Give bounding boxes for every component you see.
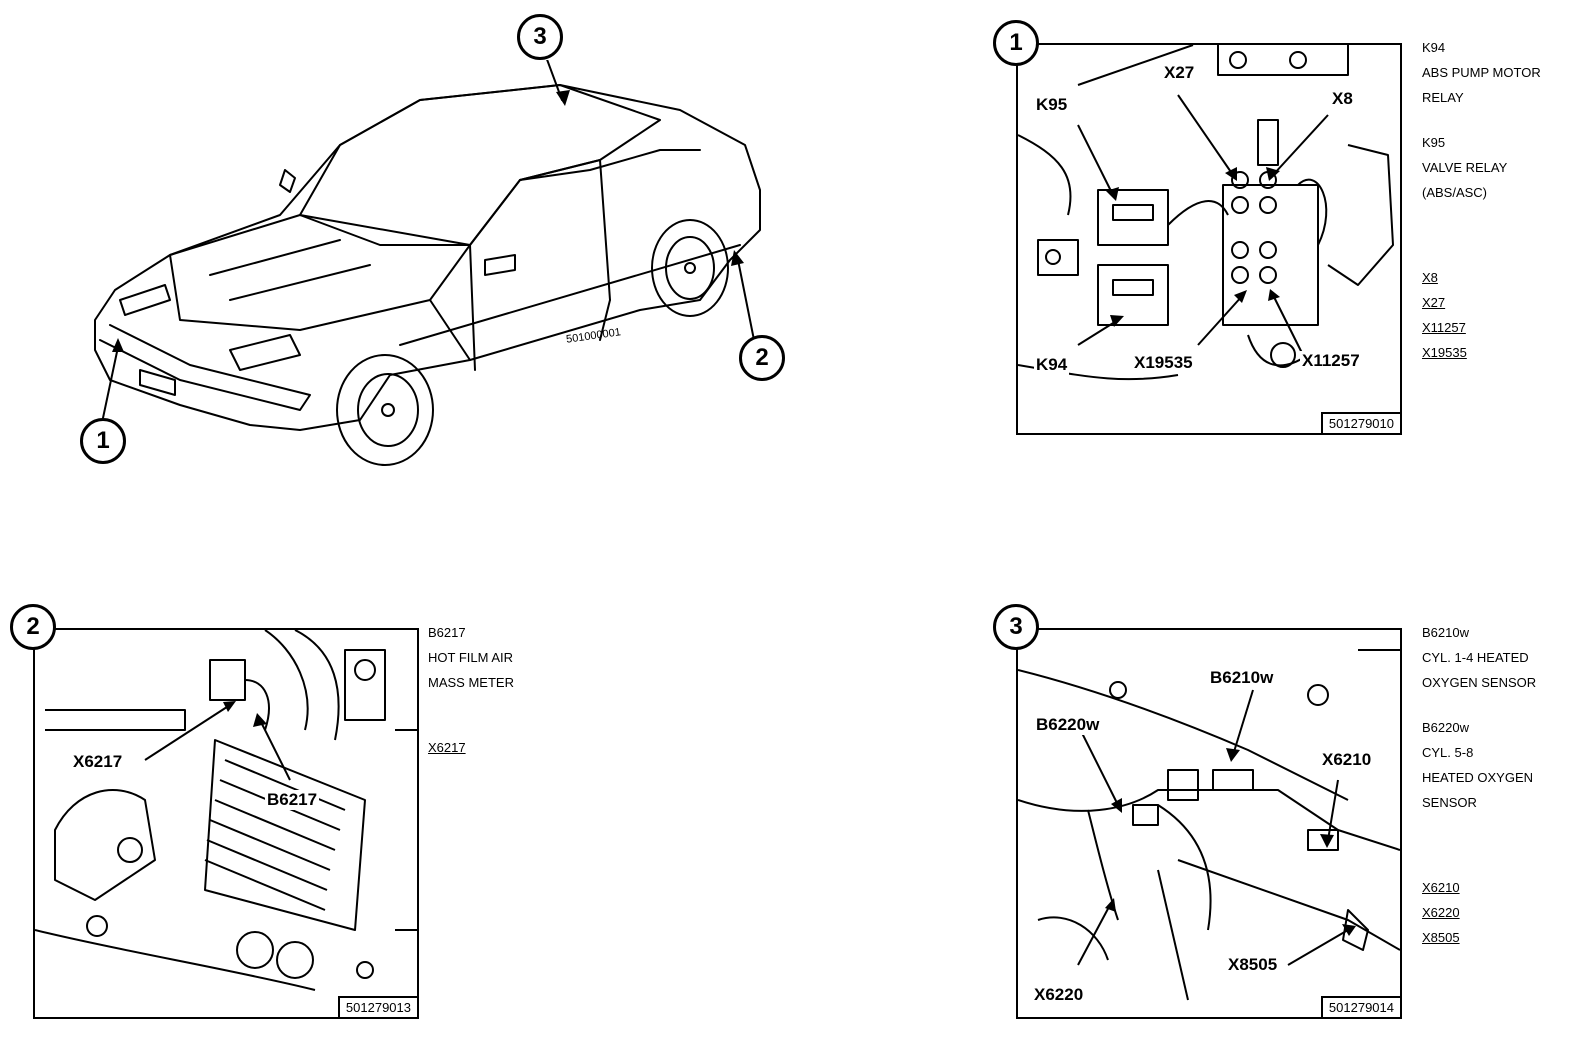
legend-b6217-line2: MASS METER: [428, 675, 514, 690]
legend-b6220w-line1: CYL. 5-8: [1422, 745, 1474, 760]
figure-code-3: 501279014: [1320, 996, 1400, 1017]
legend-k94-line2: RELAY: [1422, 90, 1464, 105]
panel-1-legend: K94 ABS PUMP MOTOR RELAY K95 VALVE RELAY…: [1422, 35, 1541, 365]
panel-callout-1: 1: [993, 20, 1039, 66]
panel-2-drawing: [35, 630, 417, 991]
label-b6220w: B6220w: [1034, 715, 1102, 735]
label-x6217: X6217: [71, 752, 125, 772]
connector-x11257: X11257: [1422, 320, 1466, 335]
connector-x8505: X8505: [1422, 930, 1460, 945]
legend-k95-line2: (ABS/ASC): [1422, 185, 1488, 200]
legend-k95-line1: VALVE RELAY: [1422, 160, 1508, 175]
legend-b6210w-code: B6210w: [1422, 625, 1469, 640]
figure-code-2: 501279013: [337, 996, 417, 1017]
legend-b6217-code: B6217: [428, 625, 466, 640]
legend-k95-code: K95: [1422, 135, 1446, 150]
connector-x27: X27: [1422, 295, 1446, 310]
connector-x6210: X6210: [1422, 880, 1460, 895]
callout-2: 2: [739, 335, 785, 381]
label-x19535: X19535: [1132, 353, 1195, 373]
connector-x6220: X6220: [1422, 905, 1460, 920]
connector-x6217: X6217: [428, 740, 466, 755]
panel-callout-2: 2: [10, 604, 56, 650]
legend-b6220w-line2: HEATED OXYGEN: [1422, 770, 1534, 785]
legend-b6217-line1: HOT FILM AIR: [428, 650, 513, 665]
label-x6210: X6210: [1320, 750, 1374, 770]
label-x8505: X8505: [1226, 955, 1280, 975]
legend-b6210w-line2: OXYGEN SENSOR: [1422, 675, 1537, 690]
callout-1: 1: [80, 418, 126, 464]
detail-panel-1: K95 X27 X8 K94 X19535 X11257 501279010: [1016, 43, 1402, 435]
panel-3-drawing: [1018, 649, 1400, 1001]
panel-1-drawing: [1018, 45, 1394, 381]
legend-k94-line1: ABS PUMP MOTOR: [1422, 65, 1541, 80]
label-b6217: B6217: [265, 790, 320, 810]
detail-panel-3: B6210w B6220w X6210 X8505 X6220 50127901…: [1016, 628, 1402, 1019]
detail-panel-2: X6217 B6217 501279013: [33, 628, 419, 1019]
label-x6220: X6220: [1032, 985, 1086, 1005]
legend-b6210w-line1: CYL. 1-4 HEATED: [1422, 650, 1529, 665]
label-x8: X8: [1330, 89, 1355, 109]
label-k94: K94: [1034, 355, 1070, 375]
panel-2-legend: B6217 HOT FILM AIR MASS METER X6217: [428, 620, 514, 760]
connector-x19535: X19535: [1422, 345, 1467, 360]
connector-x8: X8: [1422, 270, 1438, 285]
figure-code-1: 501279010: [1320, 412, 1400, 433]
legend-b6220w-line3: SENSOR: [1422, 795, 1477, 810]
label-b6210w: B6210w: [1208, 668, 1276, 688]
panel-callout-3: 3: [993, 604, 1039, 650]
panel-3-legend: B6210w CYL. 1-4 HEATED OXYGEN SENSOR B62…: [1422, 620, 1536, 950]
label-k95: K95: [1034, 95, 1070, 115]
label-x27: X27: [1162, 63, 1197, 83]
legend-k94-code: K94: [1422, 40, 1446, 55]
callout-3: 3: [517, 14, 563, 60]
legend-b6220w-code: B6220w: [1422, 720, 1469, 735]
car-illustration: [94, 60, 761, 466]
label-x11257: X11257: [1300, 351, 1362, 371]
